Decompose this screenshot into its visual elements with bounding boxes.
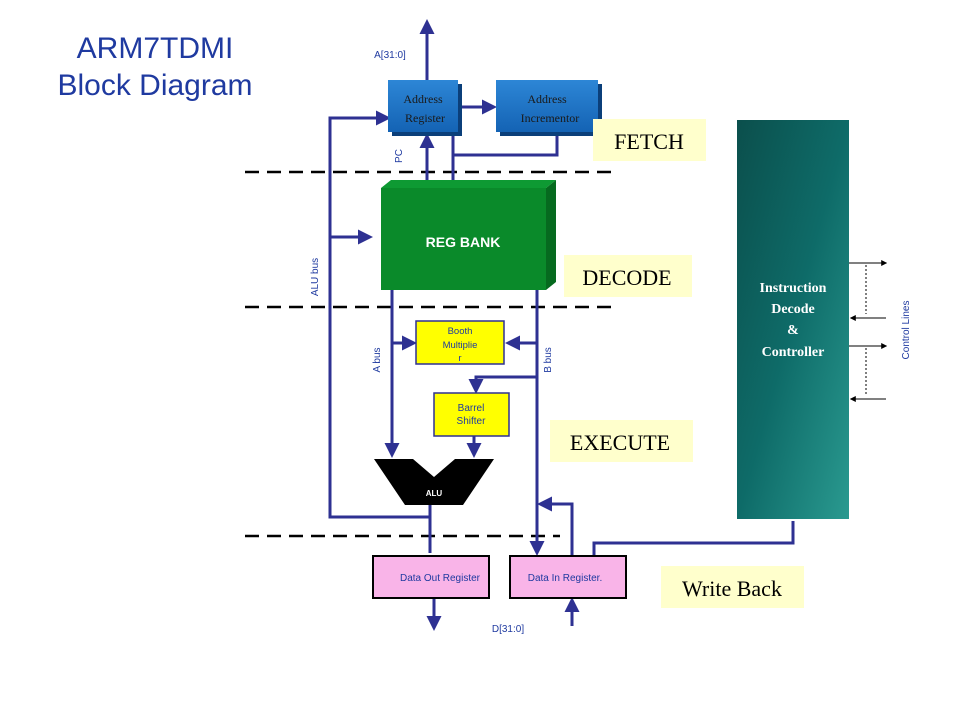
data-in-register-label: Data In Register. [528, 573, 602, 584]
incrementor-feedback-line [453, 132, 559, 157]
address-register-label-2: Register [405, 111, 445, 125]
booth-multiplier-label-3: r [458, 353, 461, 364]
fetch-stage-label: FETCH [614, 129, 684, 154]
controller-label-2: Decode [771, 302, 815, 317]
address-register-label-1: Address [403, 92, 443, 106]
writeback-stage-box [661, 566, 804, 608]
reg-bank-top-face [381, 180, 556, 188]
address-incrementor-label-2: Incrementor [521, 111, 580, 125]
controller-label-1: Instruction [760, 281, 827, 296]
title-line-1: ARM7TDMI [77, 32, 234, 65]
decode-stage-box [564, 255, 692, 297]
address-incrementor-block [496, 80, 598, 132]
title-line-2: Block Diagram [57, 69, 252, 102]
reg-bank-side-face [546, 180, 556, 290]
address-register-block [388, 80, 458, 132]
execute-stage-box [550, 420, 693, 462]
data-out-register-block [372, 555, 490, 599]
b-bus-to-shifter-line [468, 375, 537, 394]
booth-multiplier-label-1: Booth [448, 326, 473, 337]
data-in-register-block [509, 555, 627, 599]
reg-bank-label: REG BANK [426, 234, 501, 250]
controller-label-4: Controller [762, 345, 825, 360]
barrel-shifter-label-2: Shifter [457, 416, 487, 427]
controller-label-3: & [787, 323, 799, 338]
address-incrementor-label-1: Address [527, 92, 567, 106]
alu-label: ALU [426, 489, 443, 498]
alu-bus-label: ALU bus [310, 258, 321, 296]
alu-bus-line [328, 110, 432, 519]
booth-multiplier-block [415, 320, 505, 365]
control-lines-group [849, 260, 888, 402]
bus-lines [328, 19, 795, 631]
address-bus-label: A[31:0] [374, 50, 406, 61]
booth-multiplier-label-2: Multiplie [443, 340, 478, 351]
datain-to-bbus-line [537, 496, 574, 556]
alu-block [374, 459, 494, 505]
controller-block [737, 120, 849, 519]
barrel-shifter-label-1: Barrel [458, 403, 485, 414]
writeback-stage-label: Write Back [682, 576, 782, 601]
control-lines-label: Control Lines [901, 301, 912, 360]
fetch-stage-box [593, 119, 706, 161]
data-out-register-label: Data Out Register [400, 573, 481, 584]
controller-to-datain-line [592, 521, 795, 556]
execute-stage-label: EXECUTE [570, 430, 670, 455]
data-bus-label: D[31:0] [492, 624, 524, 635]
pc-label: PC [394, 149, 405, 163]
reg-bank-block [381, 188, 546, 290]
barrel-shifter-block [433, 392, 510, 437]
a-bus-label: A bus [372, 347, 383, 372]
b-bus-label: B bus [543, 347, 554, 373]
decode-stage-label: DECODE [582, 265, 671, 290]
